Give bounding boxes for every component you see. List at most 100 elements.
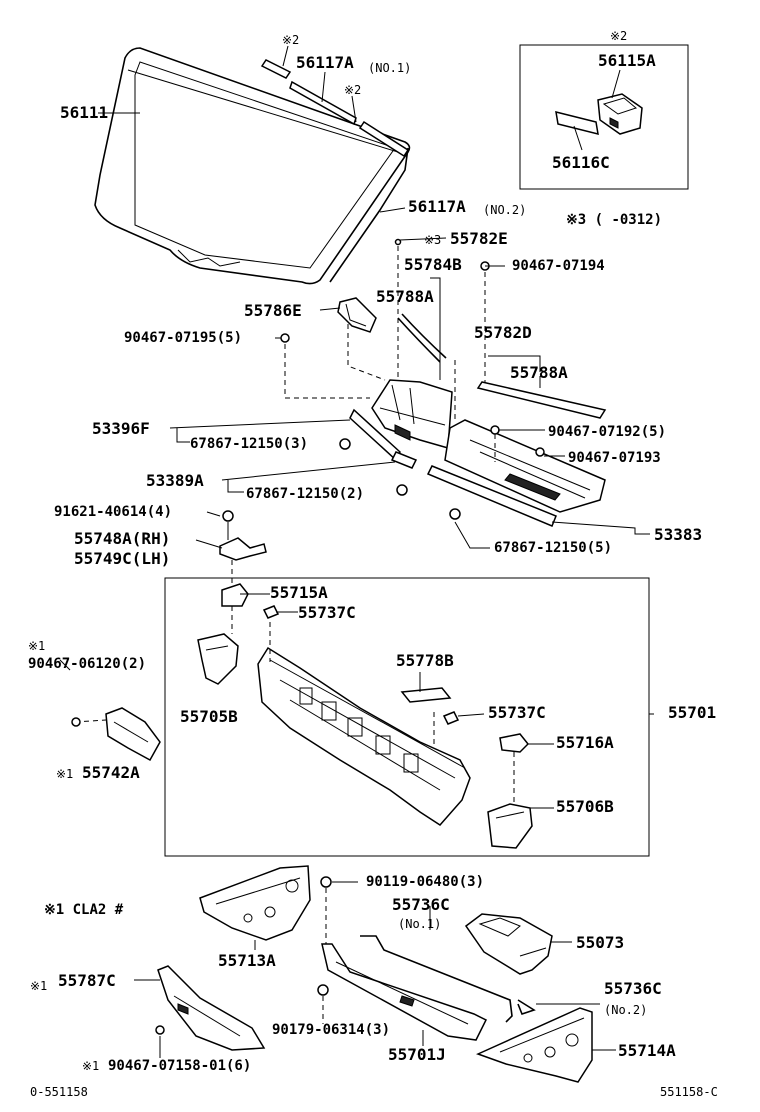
bracket-55716A: [499, 733, 530, 753]
label-55778B: 55778B: [396, 651, 454, 670]
clip-90467-06120: [71, 717, 81, 727]
cowl-panel-55782D: [444, 419, 606, 513]
bracket-55715A: [221, 583, 249, 607]
label-67867-12150-3: 67867-12150(3): [190, 436, 308, 452]
windshield-glass: [94, 47, 411, 285]
assembly-box-55701: [164, 577, 650, 857]
clip-53389A: [390, 451, 418, 469]
label-mark1-b: ※1: [56, 767, 73, 781]
leader-mark2-b: [351, 95, 357, 123]
label-mark1-c: ※1: [30, 979, 47, 993]
clip-90467-07195: [280, 333, 290, 343]
label-53383: 53383: [654, 525, 702, 544]
bracket-55748A-55749C: [219, 537, 267, 561]
label-55705B: 55705B: [180, 707, 238, 726]
footer-left: 0-551158: [30, 1085, 88, 1099]
label-55787C: 55787C: [58, 971, 116, 990]
label-90467-07195: 90467-07195(5): [124, 330, 242, 346]
label-67867-12150-5: 67867-12150(5): [494, 540, 612, 556]
label-no1: (NO.1): [368, 61, 411, 75]
label-mark2-b: ※2: [344, 83, 361, 97]
seal-55788A-2: [476, 381, 607, 419]
label-56117A-no2: 56117A: [408, 197, 466, 216]
leader-mark2-a: [282, 45, 289, 67]
label-90467-07193: 90467-07193: [568, 450, 661, 466]
label-mark2-a: ※2: [282, 33, 299, 47]
label-no2b: (No.2): [604, 1003, 647, 1017]
bracket-55778B: [400, 687, 452, 703]
label-55749C: 55749C(LH): [74, 549, 170, 568]
label-55782E: 55782E: [450, 229, 508, 248]
label-mark1-a: ※1: [28, 639, 45, 653]
clip-67867-3: [339, 438, 351, 450]
leader-56117A-1: [321, 71, 326, 103]
leader-56116C: [573, 125, 583, 151]
label-55714A: 55714A: [618, 1041, 676, 1060]
label-55748A: 55748A(RH): [74, 529, 170, 548]
bracket-55787C: [157, 965, 266, 1051]
label-56115A: 56115A: [598, 51, 656, 70]
label-55737C-1: 55737C: [298, 603, 356, 622]
clip-56115A: [597, 93, 643, 135]
moulding-no2: [329, 147, 409, 283]
label-cla2: ※1 CLA2 #: [44, 902, 124, 918]
label-55737C-2: 55737C: [488, 703, 546, 722]
label-90467-07158: 90467-07158-01(6): [108, 1058, 251, 1074]
moulding-no1: [260, 59, 410, 158]
label-90179-06314: 90179-06314(3): [272, 1022, 390, 1038]
detail-box-mark2: [519, 44, 689, 190]
label-91621-40614: 91621-40614(4): [54, 504, 172, 520]
label-55073: 55073: [576, 933, 624, 952]
label-no2: (NO.2): [483, 203, 526, 217]
footer-right: 551158-C: [660, 1085, 718, 1099]
screw-90467-07192: [490, 425, 500, 435]
gutter-55736C-No1: [360, 935, 513, 1023]
label-90467-06120: 90467-06120(2): [28, 656, 146, 672]
label-56116C: 56116C: [552, 153, 610, 172]
label-no1b: (No.1): [398, 917, 441, 931]
label-55706B: 55706B: [556, 797, 614, 816]
label-mark3: ※3: [424, 233, 441, 247]
label-56111: 56111: [60, 103, 108, 122]
label-55786E: 55786E: [244, 301, 302, 320]
box-55073: [464, 913, 553, 975]
cowl-louver-55782E-55784B: [371, 379, 453, 449]
label-53389A: 53389A: [146, 471, 204, 490]
label-90467-07194: 90467-07194: [512, 258, 605, 274]
label-90119-06480: 90119-06480(3): [366, 874, 484, 890]
label-55742A: 55742A: [82, 763, 140, 782]
pad-56116C: [555, 110, 599, 136]
screw-90467-07193: [535, 447, 545, 457]
label-55736C-2: 55736C: [604, 979, 662, 998]
label-67867-12150-2: 67867-12150(2): [246, 486, 364, 502]
bracket-55742A: [105, 707, 161, 762]
rail-55701J: [321, 943, 488, 1041]
label-55715A: 55715A: [270, 583, 328, 602]
bolt-91621-40614: [222, 510, 234, 522]
leader-56117A-2: [379, 207, 406, 213]
bracket-55713A: [199, 865, 311, 941]
label-mark1-d: ※1: [82, 1059, 99, 1073]
seal-55788A-1b: [401, 313, 447, 359]
label-55788A-2: 55788A: [510, 363, 568, 382]
bracket-55714A: [475, 1007, 593, 1083]
clip-67867-5: [449, 508, 461, 520]
gutter-55736C-No2: [517, 999, 536, 1015]
label-55782D: 55782D: [474, 323, 532, 342]
label-55701J: 55701J: [388, 1045, 446, 1064]
clip-90467-07158: [155, 1025, 165, 1035]
strip-53383: [426, 465, 557, 527]
clip-67867-2: [396, 484, 408, 496]
cowl-top-panel: [257, 646, 471, 826]
bolt-90179-06314: [317, 984, 329, 996]
label-mark2-box: ※2: [610, 29, 627, 43]
bracket-55786E: [337, 297, 377, 333]
label-90467-07192: 90467-07192(5): [548, 424, 666, 440]
label-55788A-1: 55788A: [376, 287, 434, 306]
label-55713A: 55713A: [218, 951, 276, 970]
bracket-55705B: [197, 633, 239, 685]
clip-55782E: [394, 238, 402, 246]
label-55784B: 55784B: [404, 255, 462, 274]
label-mark3-range: ※3 ( -0312): [566, 212, 662, 228]
